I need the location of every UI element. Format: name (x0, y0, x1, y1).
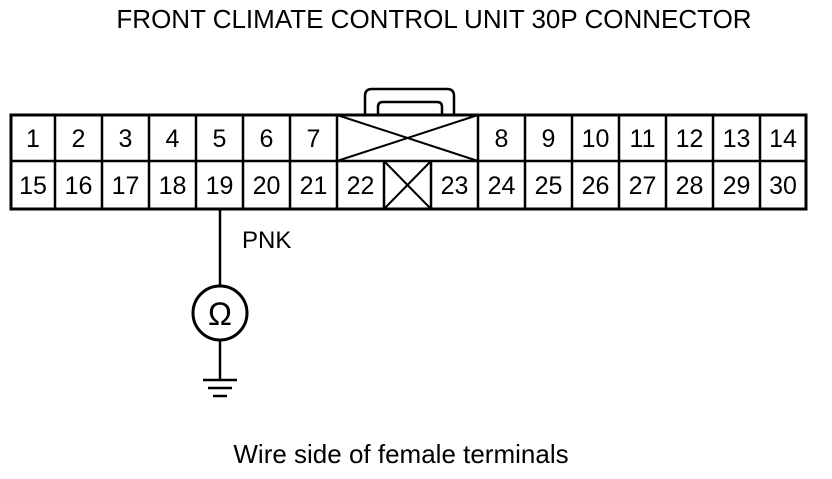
ground-icon (203, 378, 237, 398)
terminal-number: 9 (542, 125, 556, 153)
terminal-number: 23 (441, 172, 469, 200)
terminal-number: 3 (119, 125, 133, 153)
terminal-number: 22 (347, 172, 375, 200)
terminal-number: 4 (166, 125, 180, 153)
terminal-number: 27 (629, 172, 657, 200)
terminal-number: 2 (72, 125, 86, 153)
terminal-number: 10 (582, 125, 610, 153)
ohmmeter-icon: Ω (191, 284, 249, 342)
terminal-number: 30 (769, 172, 797, 200)
diagram-title: FRONT CLIMATE CONTROL UNIT 30P CONNECTOR (116, 4, 751, 34)
terminal-number: 21 (300, 172, 328, 200)
cavity-dividers (53, 115, 762, 209)
terminal-number: 14 (769, 125, 797, 153)
terminal-number: 16 (65, 172, 93, 200)
ohm-symbol: Ω (208, 296, 232, 332)
terminal-number: 17 (112, 172, 140, 200)
terminal-number: 12 (676, 125, 704, 153)
terminal-number: 6 (260, 125, 274, 153)
terminal-labels: 1 2 3 4 5 6 7 8 9 10 11 12 13 14 15 16 1… (19, 125, 797, 200)
terminal-number: 26 (582, 172, 610, 200)
terminal-number: 11 (630, 125, 656, 153)
terminal-number: 13 (723, 125, 751, 153)
connector-lock-tab (363, 87, 456, 117)
terminal-number: 1 (26, 125, 40, 153)
terminal-number: 28 (676, 172, 704, 200)
terminal-number: 20 (253, 172, 281, 200)
unused-cavity-bottom (383, 160, 432, 210)
terminal-number: 29 (723, 172, 751, 200)
terminal-number: 19 (206, 172, 234, 200)
terminal-number: 18 (159, 172, 187, 200)
unused-cavity-top (336, 114, 479, 162)
terminal-number: 24 (488, 172, 516, 200)
terminal-number: 5 (213, 125, 227, 153)
diagram-caption: Wire side of female terminals (233, 439, 568, 469)
terminal-number: 7 (307, 125, 321, 153)
terminal-number: 15 (19, 172, 47, 200)
terminal-number: 25 (535, 172, 563, 200)
wire-color-label: PNK (242, 227, 291, 254)
terminal-number: 8 (495, 125, 509, 153)
